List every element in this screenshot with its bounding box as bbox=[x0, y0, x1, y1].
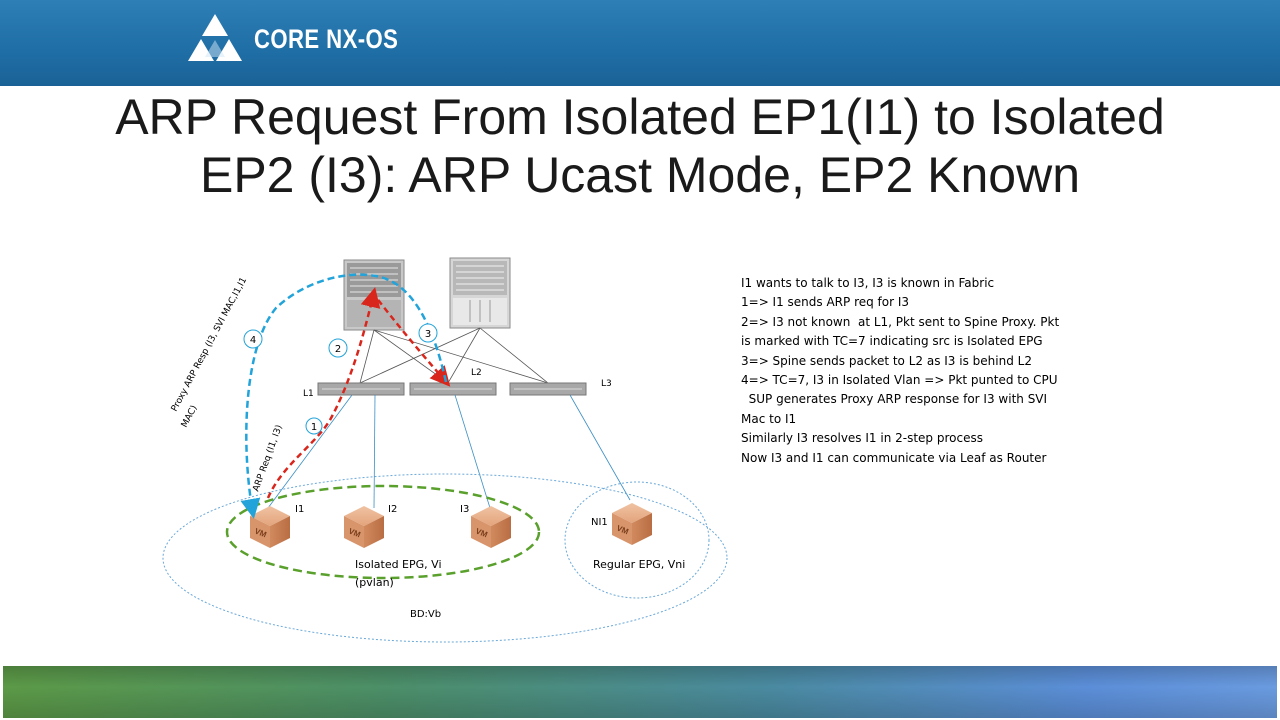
vm-badge-ni1: VM bbox=[615, 524, 630, 537]
vm-label-i3: I3 bbox=[460, 504, 469, 515]
leaf-label-l3: L3 bbox=[601, 379, 612, 389]
brand-name: CORE NX-OS bbox=[254, 24, 399, 54]
vm-i2-icon bbox=[344, 506, 384, 548]
regular-epg-ellipse bbox=[564, 481, 710, 599]
step-3-badge: 3 bbox=[418, 323, 438, 343]
vm-ni1-icon bbox=[612, 503, 652, 545]
vm-label-ni1: NI1 bbox=[591, 517, 608, 528]
vm-badge-i1: VM bbox=[253, 527, 268, 540]
explanation-text: I1 wants to talk to I3, I3 is known in F… bbox=[741, 274, 1081, 468]
spine-to-l2-arrow bbox=[371, 291, 451, 387]
explanation-line: is marked with TC=7 indicating src is Is… bbox=[741, 334, 1043, 349]
title-line-1: ARP Request From Isolated EP1(I1) to Iso… bbox=[115, 89, 1165, 145]
svg-text:1: 1 bbox=[311, 422, 317, 433]
spine-leaf-links bbox=[359, 327, 549, 384]
explanation-line: 1=> I1 sends ARP req for I3 bbox=[741, 295, 910, 310]
leaf-switch-l3 bbox=[509, 382, 587, 396]
svg-text:4: 4 bbox=[250, 335, 256, 346]
explanation-line: Similarly I3 resolves I1 in 2-step proce… bbox=[741, 431, 983, 446]
arp-request-arrow bbox=[266, 287, 381, 499]
svg-text:2: 2 bbox=[335, 344, 341, 355]
svg-text:3: 3 bbox=[425, 329, 431, 340]
page-title: ARP Request From Isolated EP1(I1) to Iso… bbox=[0, 88, 1280, 204]
explanation-line: SUP generates Proxy ARP response for I3 … bbox=[741, 392, 1048, 407]
regular-epg-label: Regular EPG, Vni bbox=[593, 558, 685, 571]
isolated-epg-sublabel: (pvlan) bbox=[355, 576, 394, 589]
proxy-arp-label-line1: Proxy ARP Resp (I3, SVI MAC,I1,I1 bbox=[170, 276, 249, 413]
vm-badge-i2: VM bbox=[347, 527, 362, 540]
vm-label-i1: I1 bbox=[295, 504, 304, 515]
footer-bar bbox=[3, 666, 1277, 718]
vm-i3-icon bbox=[471, 506, 511, 548]
explanation-line: Mac to I1 bbox=[741, 411, 797, 426]
explanation-line: Now I3 and I1 can communicate via Leaf a… bbox=[741, 450, 1047, 465]
proxy-arp-label-line2: MAC) bbox=[180, 404, 200, 429]
explanation-line: 3=> Spine sends packet to L2 as I3 is be… bbox=[741, 353, 1032, 368]
leaf-switch-l1 bbox=[317, 382, 405, 396]
triangle-logo-icon bbox=[188, 14, 242, 61]
step-2-badge: 2 bbox=[328, 338, 348, 358]
step-4-badge: 4 bbox=[243, 329, 263, 349]
isolated-epg-label: Isolated EPG, Vi bbox=[355, 558, 442, 571]
vm-label-i2: I2 bbox=[388, 504, 397, 515]
spine-switch-2 bbox=[449, 257, 511, 329]
explanation-line: 2=> I3 not known at L1, Pkt sent to Spin… bbox=[741, 314, 1060, 329]
leaf-switch-l2 bbox=[409, 382, 497, 396]
bd-ellipse bbox=[162, 473, 728, 643]
proxy-arp-response-arrow bbox=[240, 273, 448, 519]
leaf-vm-links bbox=[267, 394, 631, 509]
isolated-epg-ellipse bbox=[225, 484, 541, 580]
step-1-badge: 1 bbox=[305, 417, 323, 435]
arp-request-label: ARP Req (I1, I3) bbox=[251, 424, 284, 493]
title-line-2: EP2 (I3): ARP Ucast Mode, EP2 Known bbox=[199, 147, 1081, 203]
leaf-label-l2: L2 bbox=[471, 368, 482, 378]
leaf-label-l1: L1 bbox=[303, 389, 314, 399]
vm-badge-i3: VM bbox=[474, 527, 489, 540]
explanation-line: 4=> TC=7, I3 in Isolated Vlan => Pkt pun… bbox=[741, 373, 1058, 388]
bd-label: BD:Vb bbox=[410, 609, 441, 620]
explanation-line: I1 wants to talk to I3, I3 is known in F… bbox=[741, 276, 995, 290]
